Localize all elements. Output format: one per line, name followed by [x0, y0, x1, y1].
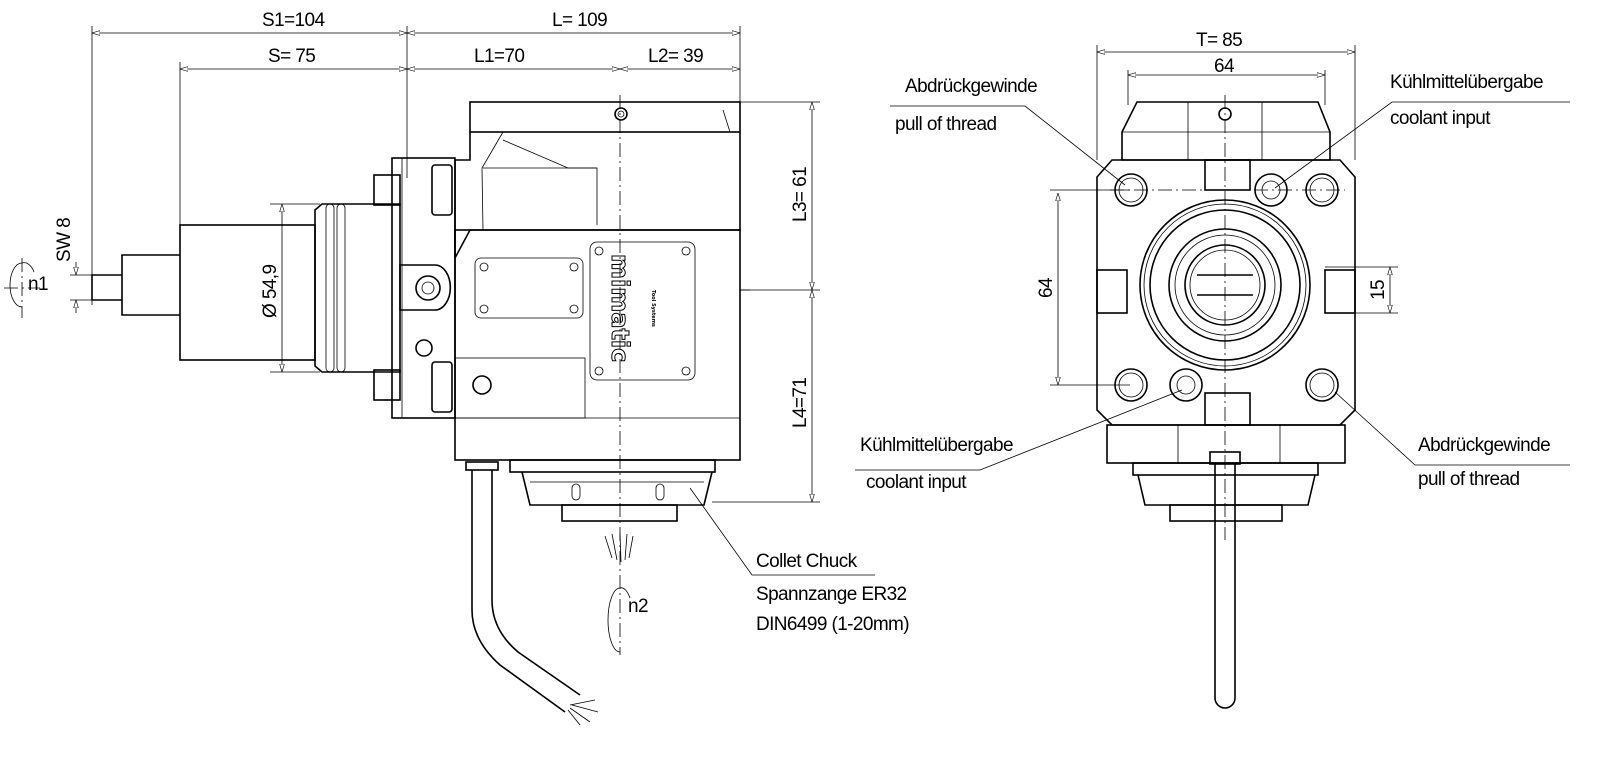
label-n2: n2: [628, 596, 648, 617]
dim-l2: L2= 39: [648, 46, 703, 67]
collet-label-de: Spannzange ER32: [756, 584, 907, 605]
side-view: S1=104 L= 109 S= 75 L1=70 L2= 39 L3= 61 …: [4, 10, 910, 726]
logo-subtitle: Tool Systems: [650, 290, 656, 327]
callout-top-left: Abdrückgewinde pull of thread: [890, 76, 1126, 186]
dim-diameter: Ø 54,9: [260, 265, 281, 318]
callout-top-right-en: coolant input: [1390, 108, 1491, 129]
mounting-holes: [1114, 173, 1339, 402]
callout-top-right: Kühlmittelübergabe coolant input: [1274, 72, 1570, 189]
collet-leader-line: [689, 487, 875, 576]
dim-width-64: 64: [1214, 56, 1235, 77]
mounting-flange: [373, 157, 492, 419]
callout-bottom-left: Kühlmittelübergabe coolant input: [855, 389, 1183, 493]
callout-top-left-en: pull of thread: [895, 114, 996, 135]
dim-l1: L1=70: [474, 46, 524, 67]
collet-label-en: Collet Chuck: [756, 551, 858, 572]
dim-l4: L4=71: [790, 378, 811, 428]
logo-plate: [589, 241, 696, 381]
callout-bottom-right-de: Abdrückgewinde: [1418, 435, 1550, 456]
drive-shaft: [91, 203, 401, 373]
callout-bottom-right: Abdrückgewinde pull of thread: [1334, 391, 1570, 490]
dim-s: S= 75: [268, 46, 315, 67]
dimension-lines: [70, 26, 820, 503]
collet-label-din: DIN6499 (1-20mm): [756, 614, 909, 635]
front-collet: [1132, 451, 1319, 709]
callout-bottom-right-en: pull of thread: [1418, 469, 1519, 490]
collet-chuck: [509, 459, 716, 563]
dim-t: T= 85: [1196, 30, 1242, 51]
rotation-n1-icon: [4, 258, 40, 318]
callout-bottom-left-de: Kühlmittelübergabe: [860, 435, 1013, 456]
coolant-cable: [465, 461, 599, 726]
callout-bottom-left-en: coolant input: [866, 472, 967, 493]
callout-top-left-de: Abdrückgewinde: [905, 76, 1037, 97]
dimension-lines: [1050, 45, 1398, 386]
dim-height-64: 64: [1036, 277, 1057, 298]
dim-slot-15: 15: [1368, 280, 1389, 300]
front-housing: [1096, 101, 1356, 464]
label-n1: n1: [28, 274, 48, 295]
callout-top-right-de: Kühlmittelübergabe: [1390, 72, 1543, 93]
front-view: T= 85 64 64 15: [855, 30, 1570, 709]
rotation-n2-icon: [607, 587, 631, 653]
dim-l: L= 109: [552, 10, 607, 31]
dim-sw: SW 8: [54, 218, 75, 262]
dim-s1: S1=104: [262, 10, 325, 31]
dim-l3: L3= 61: [790, 167, 811, 222]
angle-head-housing: mimatic Tool Systems: [454, 101, 750, 461]
